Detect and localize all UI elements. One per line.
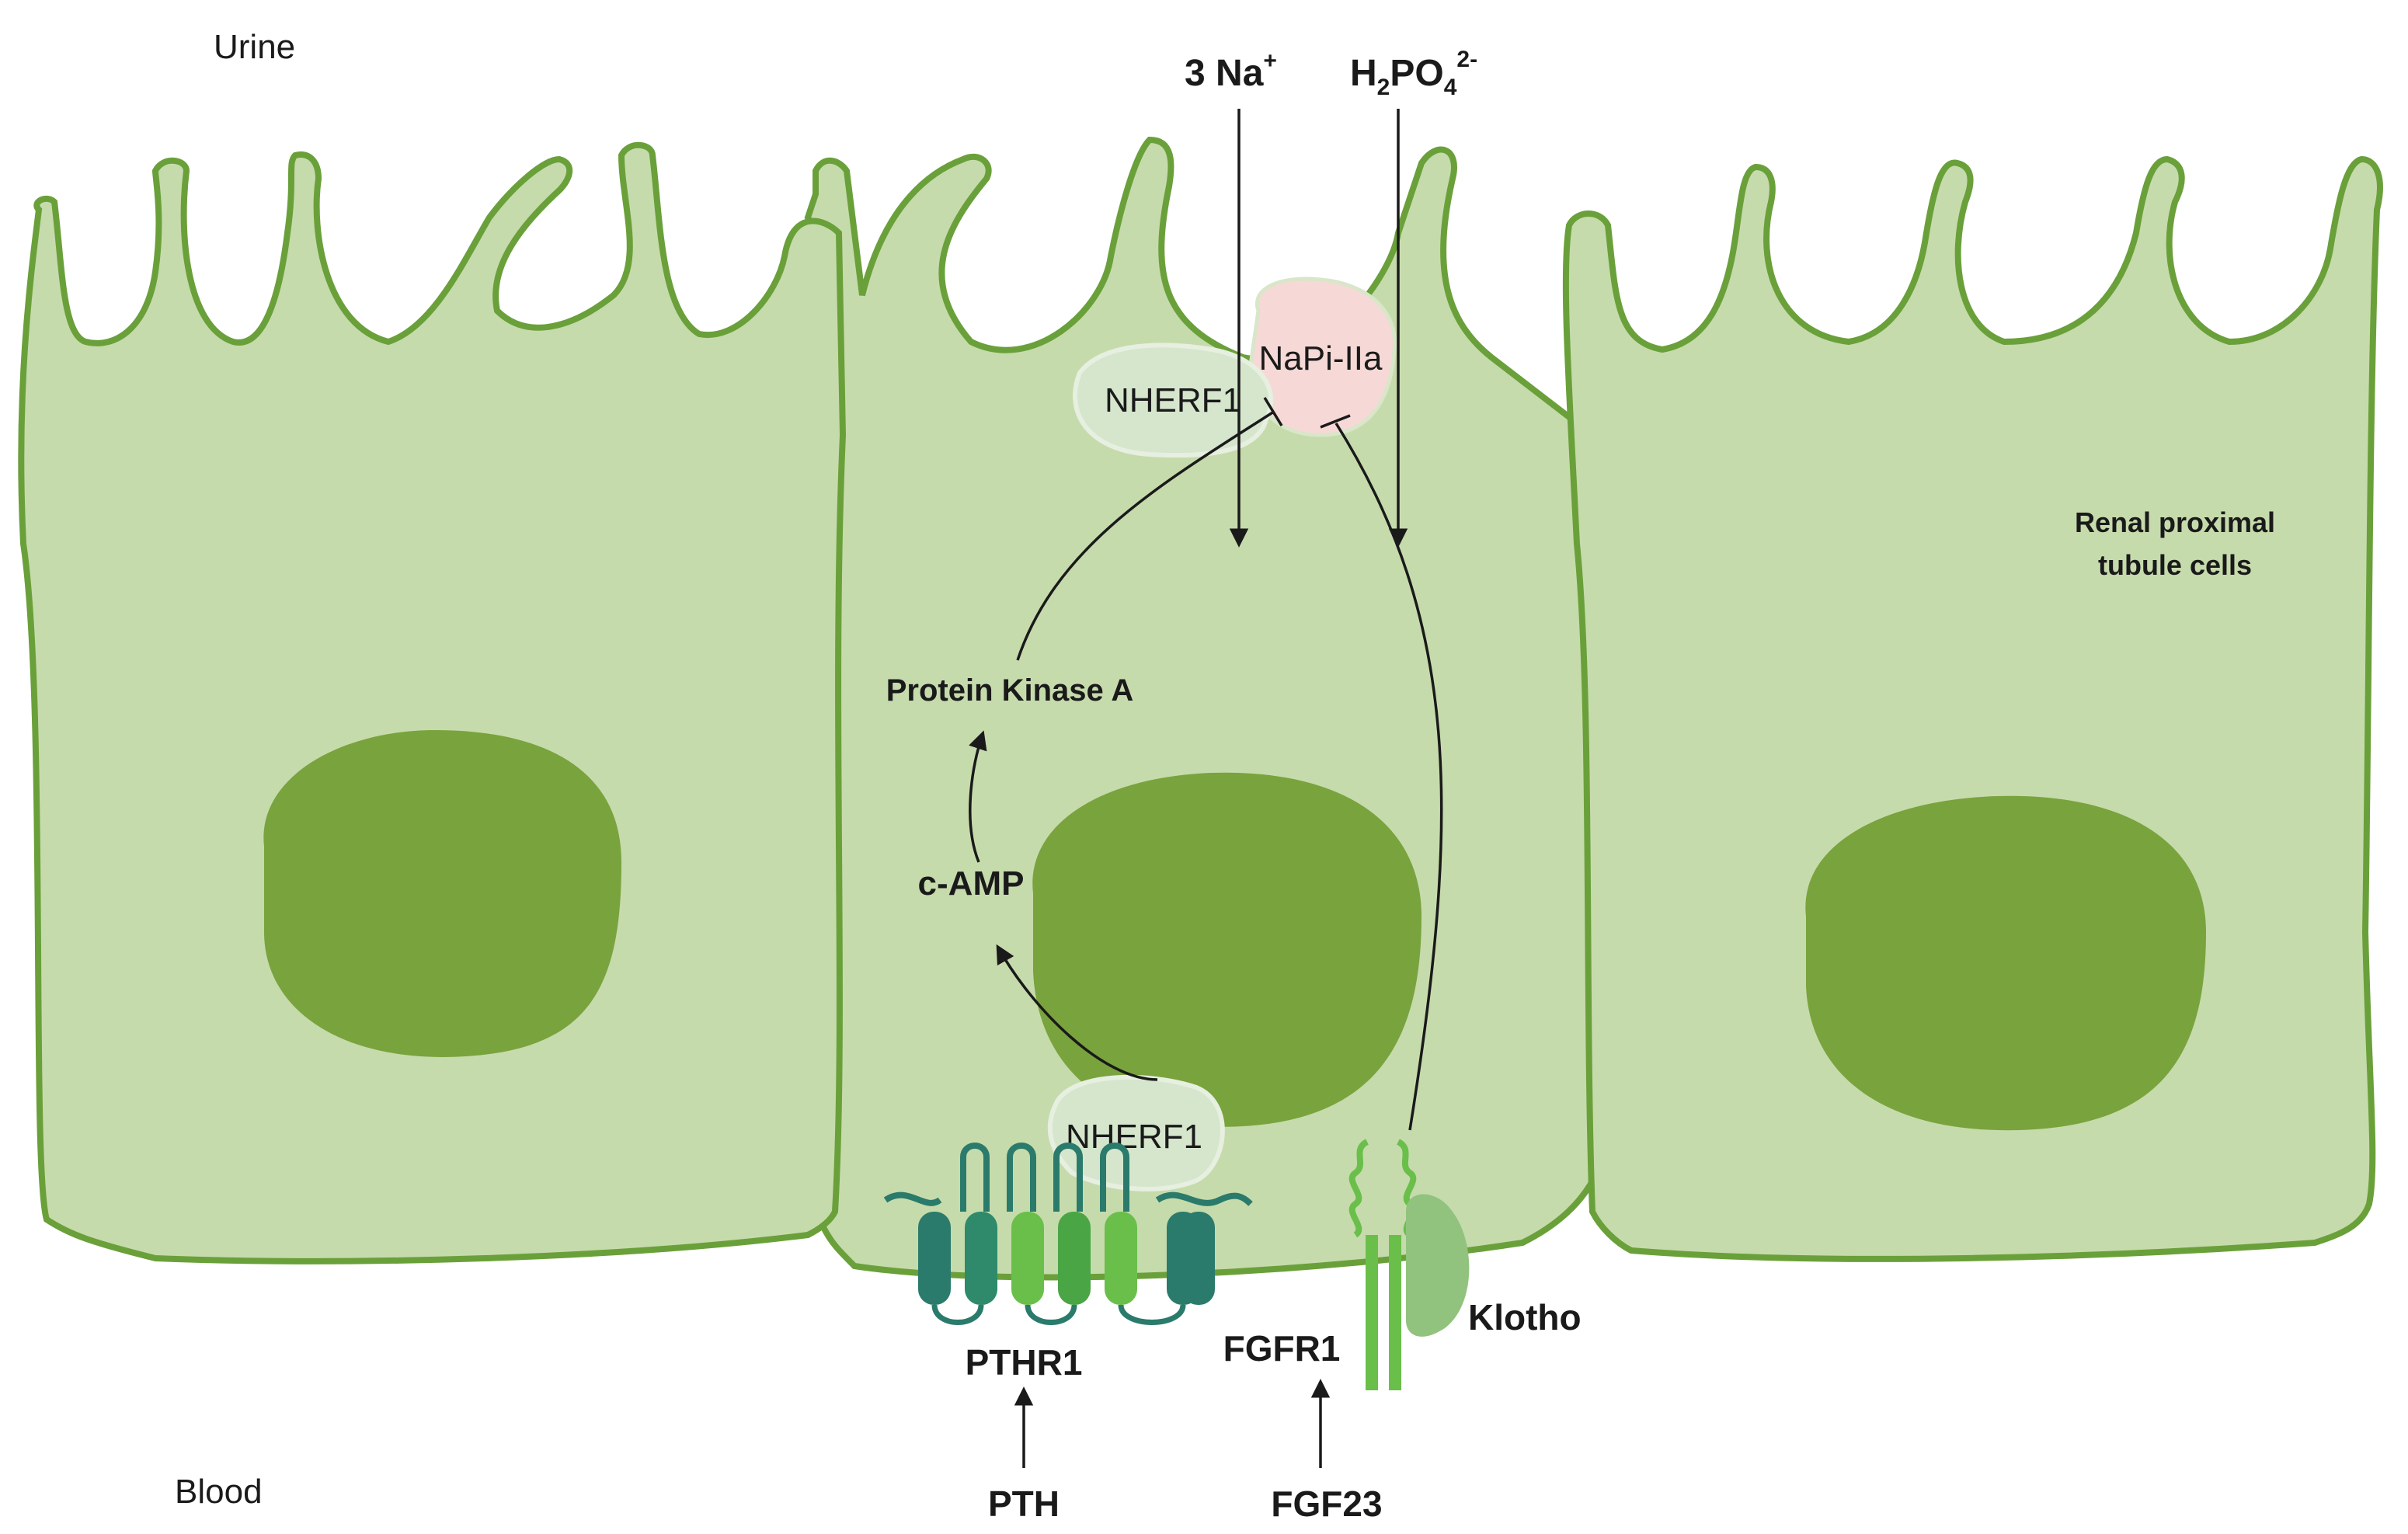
sodium-label: 3 Na+ xyxy=(1185,48,1277,94)
inhibit-bar-pka xyxy=(1263,397,1283,426)
nucleus-middle xyxy=(1032,772,1421,1127)
left-cell xyxy=(18,141,847,1264)
cell-label-line1: Renal proximal xyxy=(2075,506,2275,538)
klotho-protein xyxy=(1406,1194,1470,1337)
nherf1-apical-label: NHERF1 xyxy=(1105,381,1241,419)
urine-label: Urine xyxy=(214,28,295,66)
inhibit-pka-to-napi xyxy=(1016,410,1275,661)
pthr1-label: PTHR1 xyxy=(966,1342,1083,1383)
pthr1-receptor xyxy=(883,1143,1253,1325)
pka-label: Protein Kinase A xyxy=(886,673,1134,708)
napi-label: NaPi-IIa xyxy=(1259,339,1383,377)
phosphate-label: H2PO42- xyxy=(1350,47,1477,100)
arrow-camp-to-pka xyxy=(969,730,987,863)
arrow-nherf1-to-camp xyxy=(996,944,1158,1081)
nucleus-right xyxy=(1805,795,2206,1131)
napi-iia-transporter xyxy=(1248,277,1397,437)
nherf1-basal-label: NHERF1 xyxy=(1066,1118,1202,1156)
inhibit-fgfr1-to-napi xyxy=(1334,423,1443,1131)
camp-label: c-AMP xyxy=(918,864,1025,903)
fgf23-label: FGF23 xyxy=(1271,1484,1382,1524)
nherf1-apical xyxy=(1073,343,1274,458)
fgfr1-label: FGFR1 xyxy=(1223,1328,1341,1369)
nucleus-left xyxy=(263,730,621,1057)
blood-label: Blood xyxy=(175,1473,263,1511)
pth-label: PTH xyxy=(988,1484,1060,1524)
inhibit-bar-fgfr1 xyxy=(1320,414,1351,429)
cell-label-line2: tubule cells xyxy=(2098,549,2252,581)
klotho-label: Klotho xyxy=(1468,1297,1582,1337)
